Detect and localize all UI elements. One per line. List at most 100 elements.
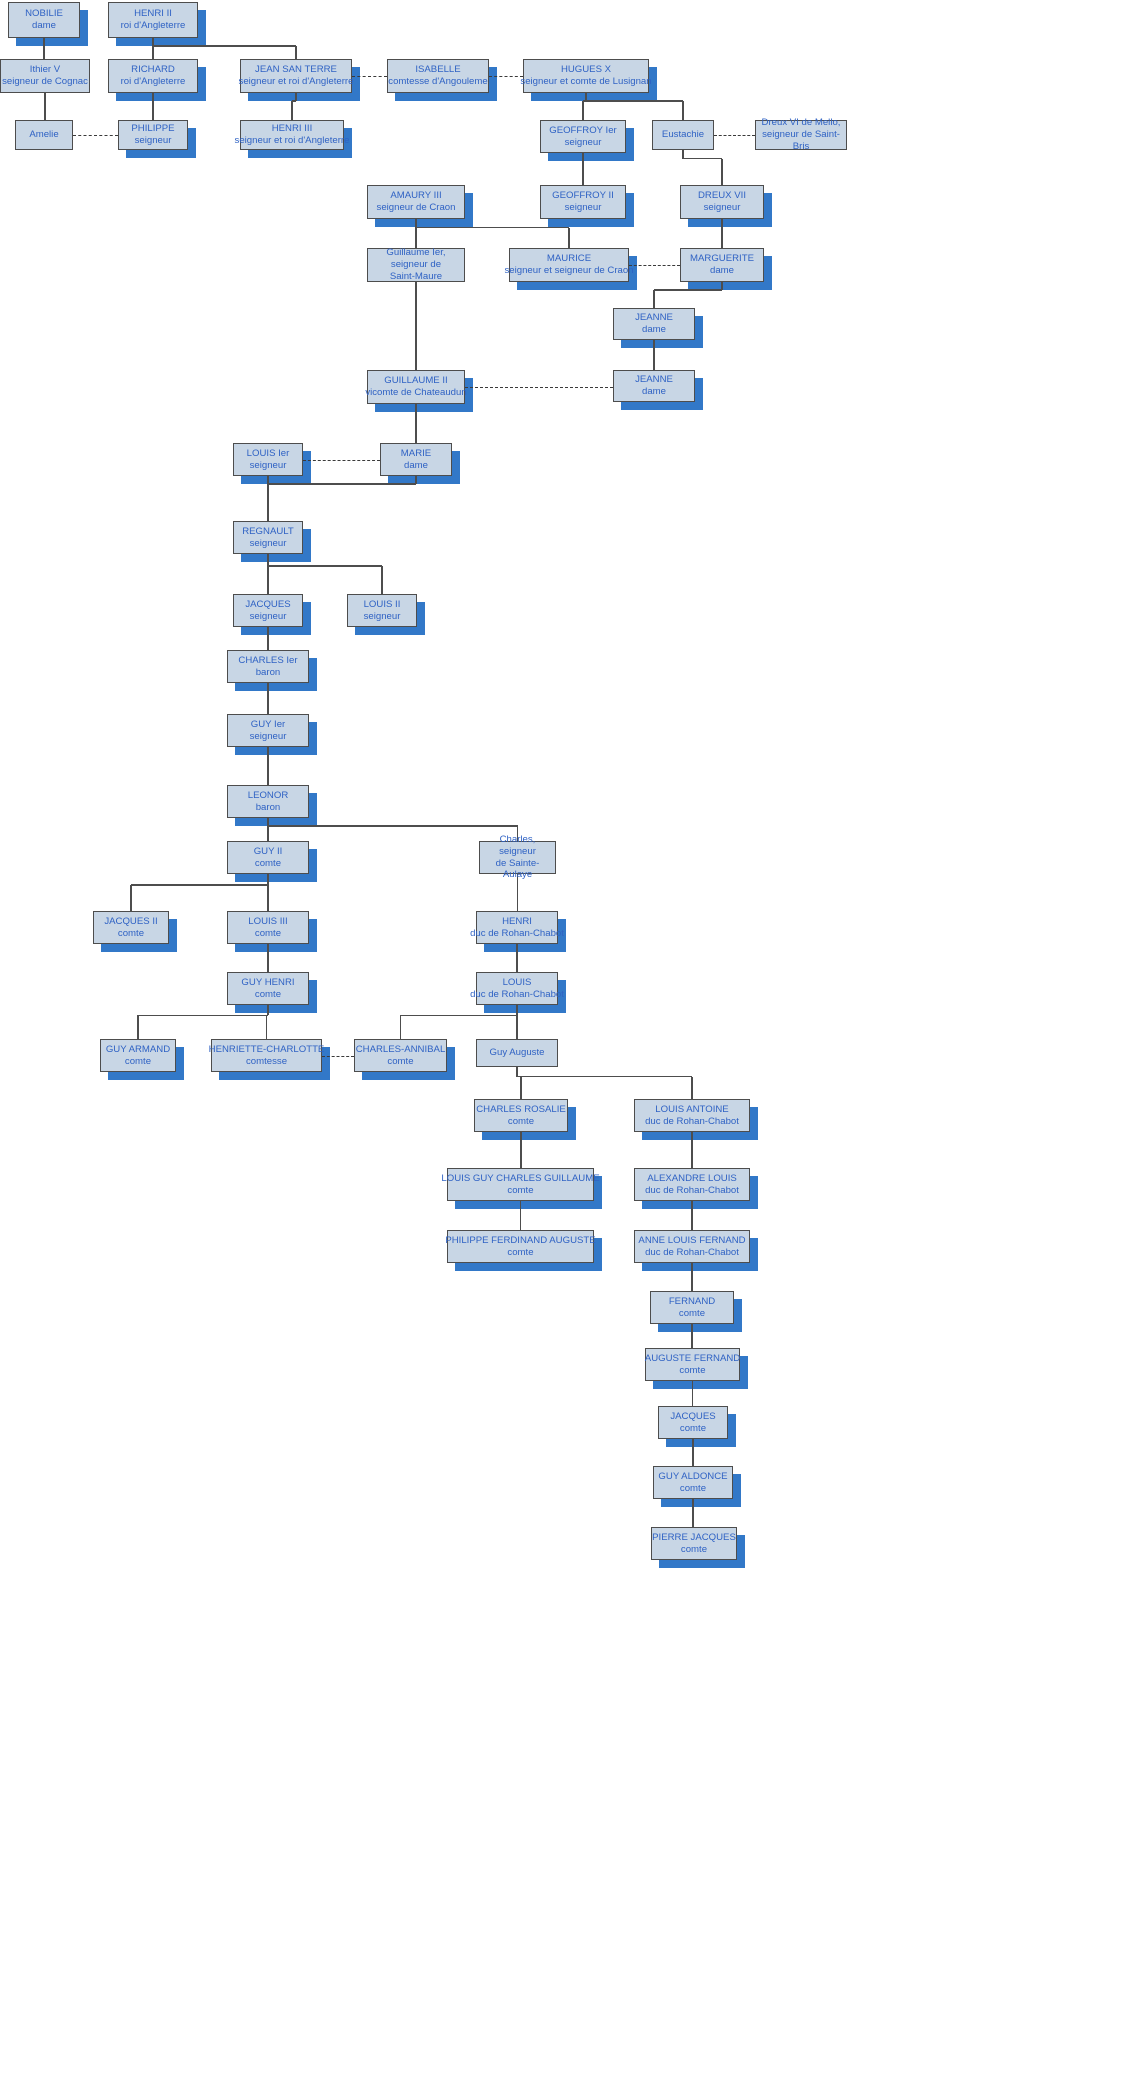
filiation-line-vertical xyxy=(682,150,684,159)
filiation-line-horizontal xyxy=(138,1014,268,1016)
person-name: PHILIPPE FERDINAND AUGUSTE xyxy=(445,1234,596,1246)
filiation-line-vertical xyxy=(516,874,519,911)
person-name: HENRI III xyxy=(271,123,313,135)
person-name: Eustachie xyxy=(661,129,705,141)
person-title: seigneur xyxy=(703,202,741,213)
person-name: ISABELLE xyxy=(415,64,461,76)
marriage-line xyxy=(352,76,387,77)
filiation-line-vertical xyxy=(415,282,417,370)
person-name: LOUIS xyxy=(502,976,532,988)
filiation-line-vertical xyxy=(519,1201,522,1230)
person-name: JACQUES II xyxy=(104,915,158,927)
person-title: baron xyxy=(255,666,281,678)
person-name: MAURICE xyxy=(546,253,592,265)
person-node[interactable]: Amelie xyxy=(15,120,73,150)
filiation-line-vertical xyxy=(267,874,269,886)
filiation-line-vertical xyxy=(267,818,269,826)
person-node[interactable]: Guy Auguste xyxy=(476,1039,558,1067)
person-name: MARIE xyxy=(400,447,432,459)
filiation-line-vertical xyxy=(691,1132,693,1168)
person-title: roi d'Angleterre xyxy=(120,20,186,31)
person-title: comte xyxy=(387,1055,414,1067)
marriage-line xyxy=(465,386,613,388)
person-title: duc de Rohan-Chabot xyxy=(470,927,564,939)
person-node[interactable]: Dreux VI de Mello,seigneur de Saint-Bris xyxy=(755,117,847,152)
filiation-line-vertical xyxy=(415,219,417,228)
filiation-line-vertical xyxy=(130,885,132,911)
person-name: JEANNE xyxy=(635,312,673,324)
marriage-line xyxy=(489,76,523,77)
person-name: CHARLES ROSALIE xyxy=(476,1103,566,1115)
person-name: GUY ALDONCE xyxy=(658,1470,728,1482)
filiation-line-vertical xyxy=(415,476,417,484)
filiation-line-vertical xyxy=(152,38,154,46)
filiation-line-vertical xyxy=(295,46,297,59)
person-name: AMAURY III xyxy=(390,190,442,202)
person-name: Amelie xyxy=(29,129,59,141)
filiation-line-vertical xyxy=(582,101,584,120)
person-title: duc de Rohan-Chabot xyxy=(470,988,564,1000)
filiation-line-vertical xyxy=(295,93,297,101)
filiation-line-horizontal xyxy=(268,565,382,567)
filiation-line-vertical xyxy=(267,1005,269,1016)
filiation-line-horizontal xyxy=(654,289,722,291)
person-node[interactable]: Eustachie xyxy=(652,120,714,150)
filiation-line-vertical xyxy=(415,227,417,248)
person-title: comte xyxy=(117,927,145,939)
person-title: seigneur de Cognac xyxy=(2,76,88,87)
person-title: comte xyxy=(507,1115,535,1127)
marriage-line xyxy=(73,135,118,136)
filiation-line-vertical xyxy=(267,944,269,972)
filiation-line-vertical xyxy=(291,101,293,120)
filiation-line-horizontal xyxy=(683,158,722,160)
